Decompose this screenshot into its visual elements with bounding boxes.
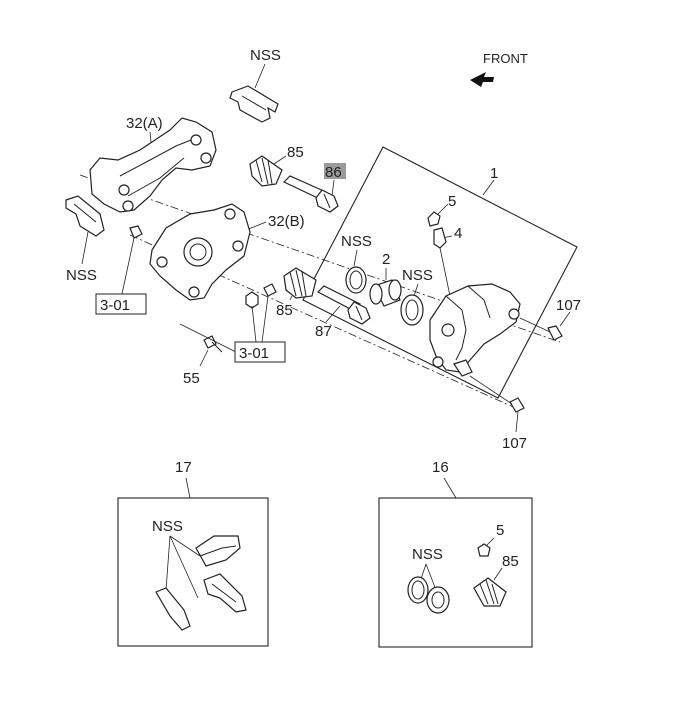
bleeder-cap-5 (427, 211, 441, 227)
part-2-label: 2 (382, 251, 390, 268)
svg-text:3-01: 3-01 (239, 345, 269, 362)
brake-pad (195, 535, 241, 567)
front-direction-arrow-icon (470, 72, 494, 87)
reference-box-3-01-left[interactable]: 3-01 (95, 293, 147, 315)
kit-bleeder-cap (477, 543, 491, 557)
boot-85-top (249, 155, 283, 187)
guide-pin-87 (316, 285, 371, 325)
kit-dust-boot (426, 586, 450, 614)
kit-piston-seal (407, 576, 429, 604)
part-1-label: 1 (490, 165, 498, 182)
reference-box-3-01-mid[interactable]: 3-01 (234, 341, 286, 363)
part-86-label: 86 (325, 164, 342, 181)
part-85-mid-label: 85 (276, 302, 293, 319)
nss-seal-a-label: NSS (341, 233, 372, 250)
nut-bolt-center (245, 283, 277, 309)
kit-boot-85 (473, 577, 507, 607)
part-55-label: 55 (183, 370, 200, 387)
part-17-label: 17 (175, 459, 192, 476)
piston-seal (345, 266, 367, 294)
boot-85-mid (283, 267, 317, 299)
part-85-top-label: 85 (287, 144, 304, 161)
part-107-top-label: 107 (556, 297, 581, 314)
nss-top-label: NSS (250, 47, 281, 64)
bolt-left (129, 225, 143, 239)
part-5-kit-label: 5 (496, 522, 504, 539)
caliper-assembly-outline (302, 146, 578, 399)
front-label: FRONT (483, 51, 528, 66)
part-32a-label: 32(A) (126, 115, 163, 132)
nss-kit-label: NSS (412, 546, 443, 563)
svg-text:3-01: 3-01 (100, 297, 130, 314)
part-16-label: 16 (432, 459, 449, 476)
bolt-107-top (519, 317, 563, 341)
seal-kit-16-box (378, 497, 533, 648)
caliper-bracket-32b (149, 203, 251, 301)
dust-boot (400, 294, 424, 326)
pad-kit-17-box (117, 497, 269, 647)
pad-shim-clips (155, 573, 247, 631)
nss-pads-label: NSS (152, 518, 183, 535)
part-4-label: 4 (454, 225, 462, 242)
part-107-bottom-label: 107 (502, 435, 527, 452)
caliper-bracket-32a (89, 117, 217, 213)
pad-clip-left (65, 195, 105, 237)
caliper-body (429, 283, 521, 377)
nss-left-label: NSS (66, 267, 97, 284)
part-87-label: 87 (315, 323, 332, 340)
part-32b-label: 32(B) (268, 213, 305, 230)
nss-seal-b-label: NSS (402, 267, 433, 284)
part-85-kit-label: 85 (502, 553, 519, 570)
bolt-107-bottom (469, 375, 525, 413)
part-5-label: 5 (448, 193, 456, 210)
piston-2 (369, 279, 402, 307)
guide-pin-86 (282, 175, 339, 213)
bleeder-screw-4 (433, 227, 451, 297)
pad-clip-top (229, 85, 279, 123)
part-86-highlight (324, 163, 346, 179)
bolt-55 (179, 323, 237, 353)
